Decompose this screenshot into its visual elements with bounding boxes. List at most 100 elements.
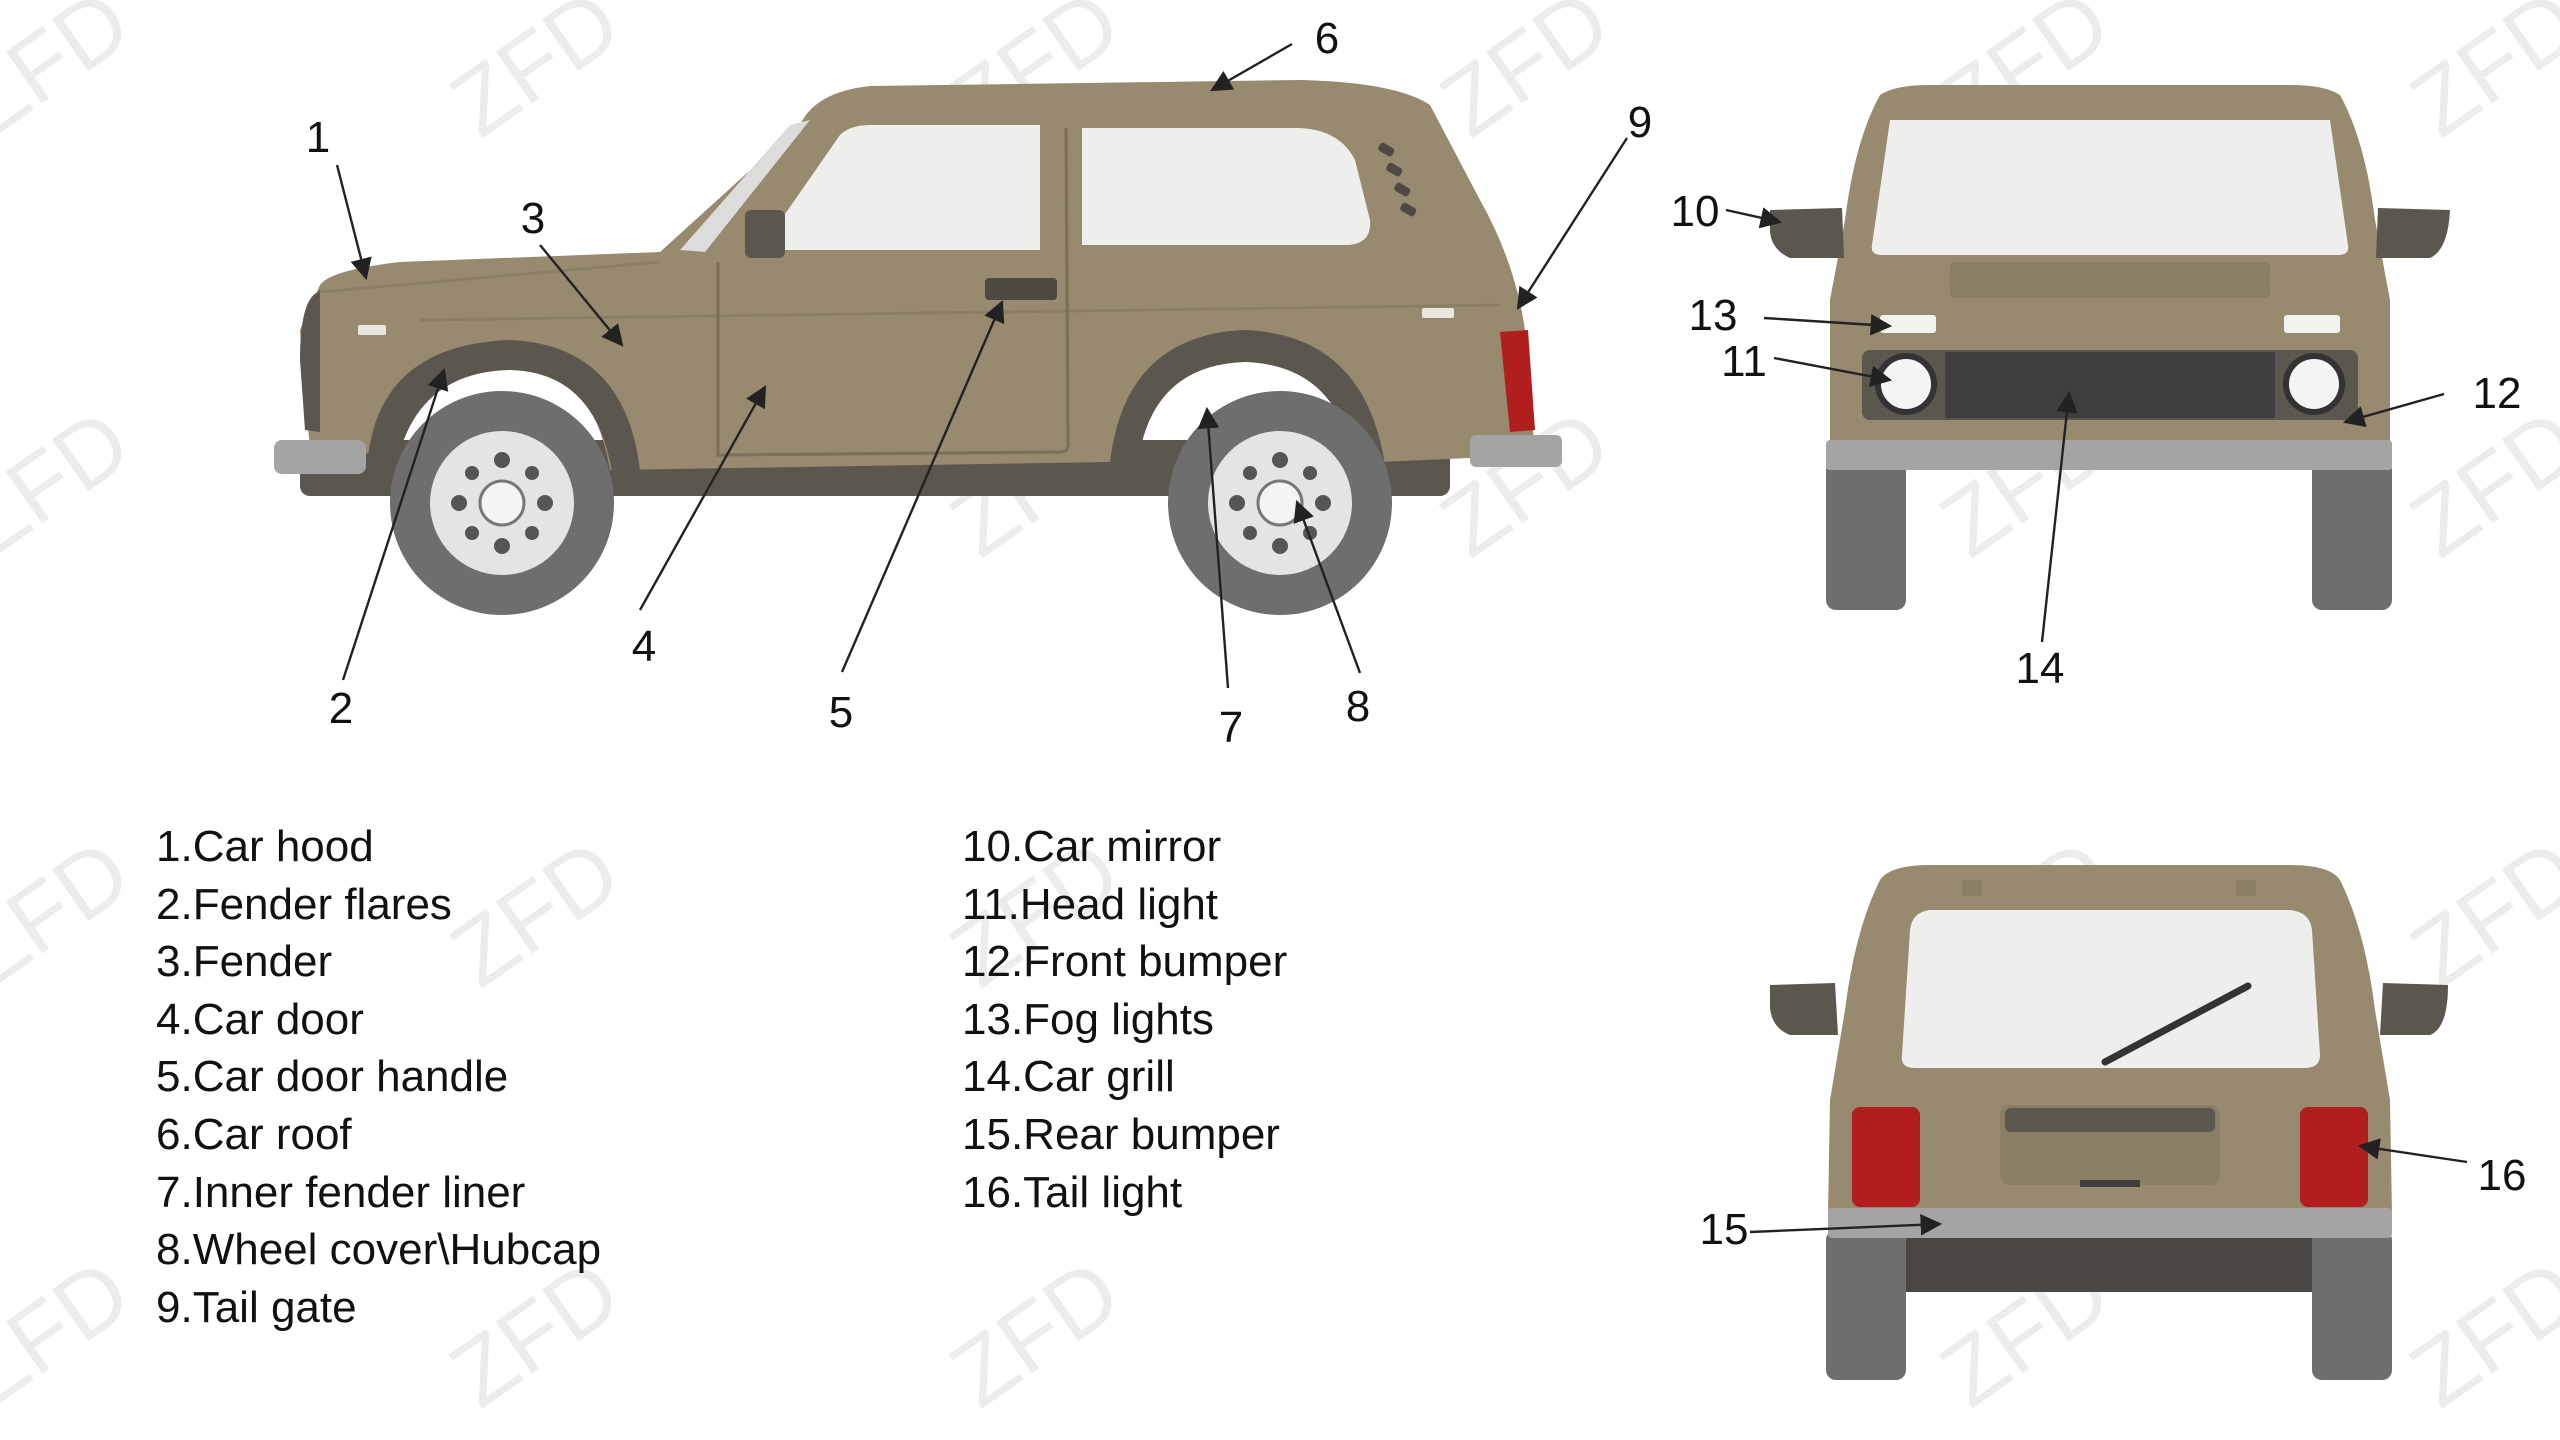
- legend-item: 6.Car roof: [156, 1109, 352, 1159]
- callout-6: 6: [1315, 14, 1339, 63]
- watermark: ZFD: [1423, 0, 1628, 156]
- front-fascia: [300, 290, 320, 432]
- callout-8: 8: [1346, 682, 1370, 731]
- leader-3: [539, 244, 624, 347]
- leader-15: [1749, 1214, 1943, 1236]
- legend-item: 8.Wheel cover\Hubcap: [156, 1225, 602, 1275]
- rear-window: [1901, 910, 2320, 1068]
- leader-9: [1516, 137, 1629, 310]
- leader-11: [1773, 356, 1893, 387]
- right-headlight: [2283, 353, 2345, 415]
- leader-7: [1197, 406, 1230, 689]
- callout-5: 5: [829, 688, 853, 737]
- left-fog-light: [1880, 315, 1936, 333]
- watermark: ZFD: [0, 1240, 148, 1426]
- right-fog-light: [2284, 315, 2340, 333]
- front-side-marker: [358, 325, 386, 335]
- callout-9: 9: [1628, 98, 1652, 147]
- callout-1: 1: [306, 113, 330, 162]
- tail-light-side: [1500, 330, 1535, 432]
- rear-left-mirror: [1770, 983, 1838, 1035]
- callout-16: 16: [2478, 1151, 2527, 1200]
- watermark: ZFD: [2393, 1240, 2560, 1426]
- legend-item: 9.Tail gate: [156, 1282, 357, 1332]
- car-front-view: [1770, 85, 2450, 610]
- callout-11: 11: [1721, 337, 1767, 386]
- leader-12: [2342, 392, 2445, 428]
- leader-lines: [335, 42, 2468, 1236]
- watermark: ZFD: [0, 820, 148, 1006]
- hood-crease: [319, 260, 661, 294]
- front-bumper-side: [274, 440, 366, 474]
- legend-item: 13.Fog lights: [962, 994, 1214, 1044]
- parts-legend-left: 1.Car hood 2.Fender flares 3.Fender 4.Ca…: [156, 818, 601, 1336]
- rear-wiper: [2101, 982, 2252, 1066]
- door-outline: [716, 127, 1070, 457]
- rear-right-mirror: [2380, 983, 2448, 1035]
- vent-slots: [1378, 142, 1417, 217]
- leader-14: [2040, 390, 2078, 643]
- rear-roof-nub-right: [2236, 880, 2256, 896]
- leader-4: [638, 385, 767, 611]
- legend-item: 12.Front bumper: [962, 937, 1288, 987]
- callout-numbers: 1 2 3 4 5 6 7 8 9 10 11 12 13 14 15 16: [306, 14, 2527, 1254]
- car-rear-view: [1770, 865, 2448, 1380]
- leader-5: [840, 300, 1005, 673]
- callout-12: 12: [2473, 369, 2522, 418]
- legend-item: 4.Car door: [156, 994, 364, 1044]
- legend-item: 11.Head light: [962, 879, 1219, 929]
- front-right-tire: [2312, 460, 2392, 610]
- legend-item: 16.Tail light: [962, 1167, 1183, 1217]
- left-mirror: [1770, 208, 1844, 258]
- callout-4: 4: [632, 622, 656, 671]
- front-side-window: [760, 125, 1040, 250]
- plate-light: [2080, 1180, 2140, 1187]
- callout-2: 2: [329, 684, 353, 733]
- mirror-side: [745, 210, 785, 258]
- rear-fender-flare: [1110, 330, 1385, 466]
- rear-roof-nub-left: [1962, 880, 1982, 896]
- rear-wheel: [1168, 391, 1392, 615]
- watermark: ZFD: [2393, 0, 2560, 156]
- legend-item: 5.Car door handle: [156, 1052, 509, 1102]
- leader-10: [1725, 207, 1783, 229]
- rear-side-marker: [1422, 308, 1454, 318]
- leader-13: [1763, 313, 1893, 336]
- legend-item: 2.Fender flares: [156, 879, 452, 929]
- watermark: ZFD: [933, 1240, 1138, 1426]
- leader-6: [1210, 42, 1293, 92]
- car-side-view: [274, 80, 1562, 615]
- tailgate-handle: [2005, 1108, 2215, 1132]
- rear-bumper-side: [1470, 435, 1562, 467]
- leader-8: [1293, 499, 1362, 674]
- rear-side-window: [1082, 128, 1371, 245]
- watermark: ZFD: [433, 0, 638, 156]
- watermark: ZFD: [0, 390, 148, 576]
- front-grill: [1945, 352, 2275, 418]
- callout-14: 14: [2016, 644, 2065, 693]
- watermark: ZFD: [2393, 820, 2560, 1006]
- legend-item: 1.Car hood: [156, 822, 374, 871]
- rear-bumper: [1828, 1208, 2392, 1238]
- watermark: ZFD: [0, 0, 148, 156]
- leader-1: [335, 164, 372, 281]
- undercarriage: [1906, 1230, 2312, 1292]
- door-handle: [985, 278, 1057, 300]
- front-wheel: [390, 391, 614, 615]
- callout-3: 3: [521, 194, 545, 243]
- windshield-side: [680, 120, 810, 252]
- hood-panel: [1950, 262, 2270, 298]
- rear-right-tail-light: [2300, 1107, 2368, 1207]
- legend-item: 15.Rear bumper: [962, 1109, 1280, 1159]
- callout-7: 7: [1219, 703, 1243, 752]
- rear-left-tire: [1826, 1230, 1906, 1380]
- rear-right-tire: [2312, 1230, 2392, 1380]
- legend-item: 7.Inner fender liner: [156, 1167, 526, 1217]
- front-left-tire: [1826, 460, 1906, 610]
- right-mirror: [2376, 208, 2450, 258]
- callout-15: 15: [1700, 1205, 1749, 1254]
- rear-left-tail-light: [1852, 1107, 1920, 1207]
- leader-16: [2357, 1138, 2468, 1164]
- watermark: ZFD: [2393, 390, 2560, 576]
